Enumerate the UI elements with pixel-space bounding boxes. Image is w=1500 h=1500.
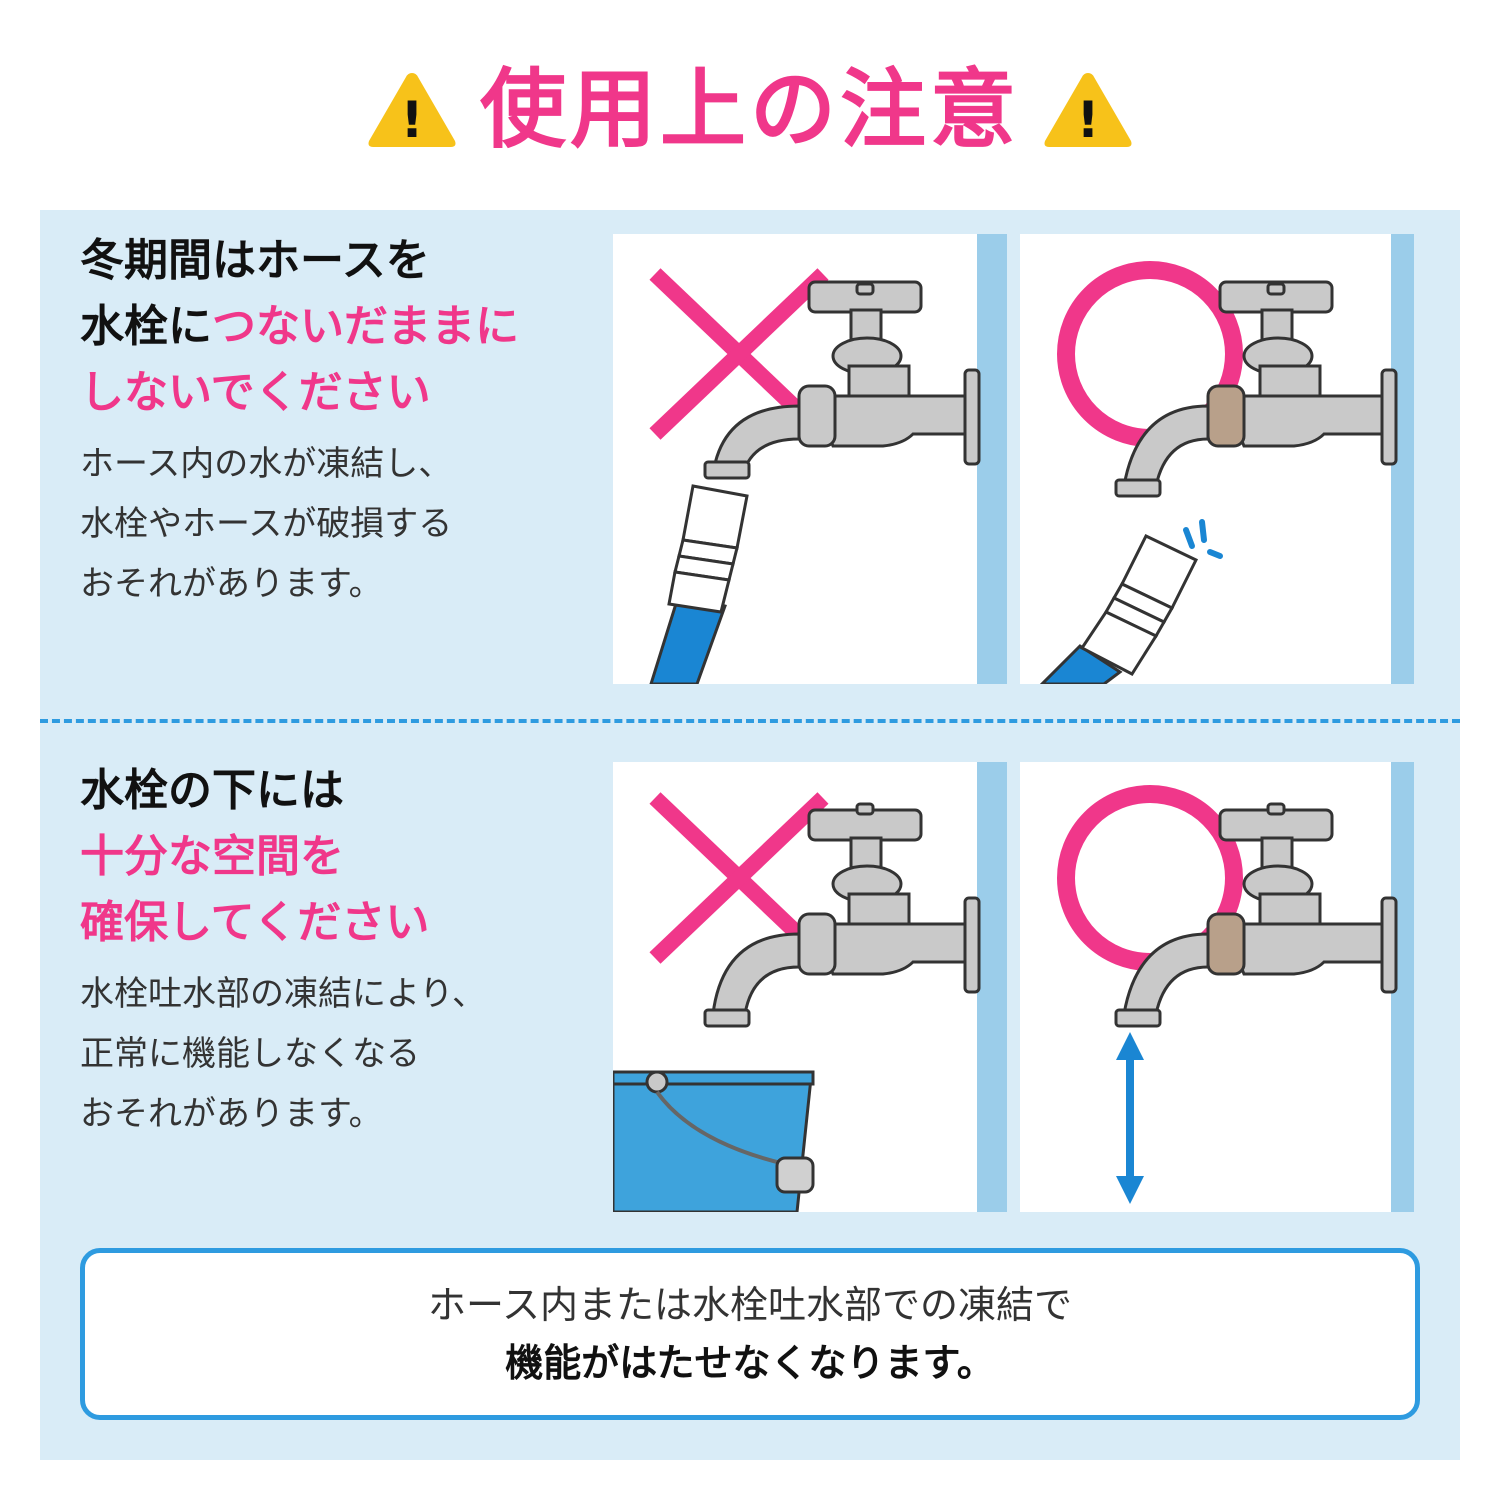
illustration-hose-disconnected-good bbox=[1020, 234, 1414, 684]
drip-icon bbox=[1183, 519, 1223, 559]
svg-text:!: ! bbox=[401, 91, 424, 149]
section2-headline: 水栓の下には 十分な空間を 確保してください bbox=[80, 765, 430, 948]
faucet-icon bbox=[1114, 280, 1398, 498]
section-divider bbox=[40, 719, 1460, 723]
illustration-bucket-below-bad bbox=[613, 762, 1007, 1212]
warning-triangle-icon: ! bbox=[368, 73, 456, 149]
svg-text:!: ! bbox=[1077, 91, 1100, 149]
cross-mark-icon bbox=[649, 792, 829, 964]
page-title: 使用上の注意 bbox=[480, 60, 1020, 160]
note-line2: 機能がはたせなくなります。 bbox=[505, 1341, 995, 1385]
faucet-icon bbox=[703, 802, 981, 1028]
illustration-clear-space-good bbox=[1020, 762, 1414, 1212]
note-line1: ホース内または水栓吐水部での凍結で bbox=[427, 1283, 1073, 1327]
bucket-icon bbox=[613, 1070, 815, 1212]
faucet-icon bbox=[703, 280, 981, 480]
illustration-hose-connected-bad bbox=[613, 234, 1007, 684]
faucet-icon bbox=[1114, 802, 1398, 1028]
summary-note: ホース内または水栓吐水部での凍結で 機能がはたせなくなります。 bbox=[80, 1248, 1420, 1420]
double-arrow-icon bbox=[1116, 1032, 1144, 1204]
hose-icon bbox=[1039, 534, 1199, 684]
hose-icon bbox=[649, 484, 749, 684]
warning-triangle-icon: ! bbox=[1044, 73, 1132, 149]
section1-body: ホース内の水が凍結し、 水栓やホースが破損する おそれがあります。 bbox=[80, 444, 453, 604]
section1-headline: 冬期間はホースを 水栓につないだままに しないでください bbox=[80, 235, 520, 418]
section2-body: 水栓吐水部の凍結により、 正常に機能しなくなる おそれがあります。 bbox=[80, 974, 486, 1134]
page-header: ! 使用上の注意 ! bbox=[0, 40, 1500, 180]
section1-text: 冬期間はホースを 水栓につないだままに しないでください ホース内の水が凍結し、… bbox=[80, 228, 519, 614]
section2-text: 水栓の下には 十分な空間を 確保してください 水栓吐水部の凍結により、 正常に機… bbox=[80, 758, 486, 1144]
